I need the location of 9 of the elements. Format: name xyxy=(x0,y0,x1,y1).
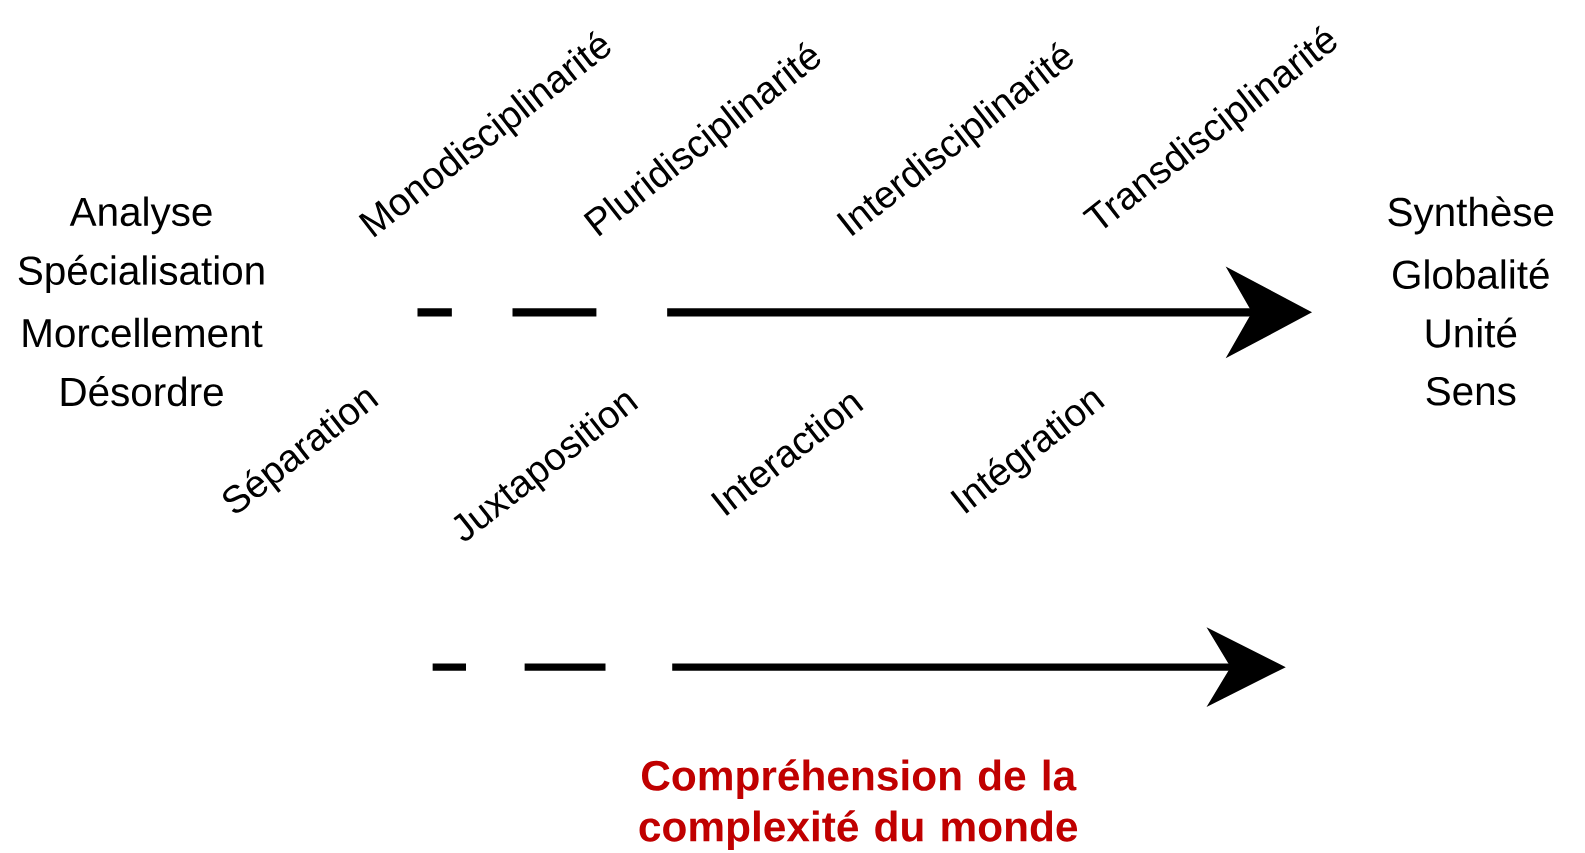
label-text: Unité xyxy=(1426,317,1517,348)
label-text: Sens xyxy=(1426,376,1516,406)
label-text: Analyse xyxy=(69,196,212,235)
label-text: Désordre xyxy=(61,376,223,407)
caption: Compréhension de la complexité du monde xyxy=(639,759,1078,850)
label-text: Synthèse xyxy=(1388,196,1554,235)
label-text: Globalité xyxy=(1393,258,1549,289)
label-text: Spécialisation xyxy=(18,254,264,293)
label-text: Morcellement xyxy=(23,317,263,348)
